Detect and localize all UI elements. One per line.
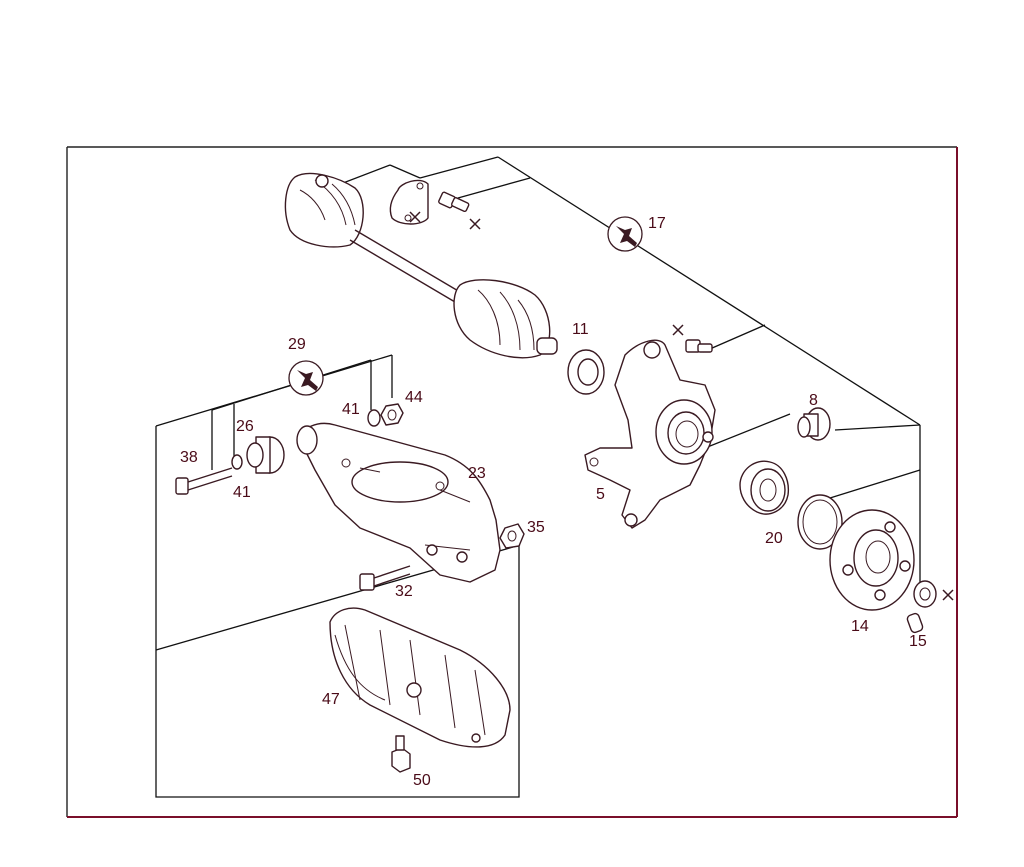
part-label-26: 26	[236, 418, 254, 435]
flange-bolt	[438, 191, 470, 213]
seal-ring	[567, 349, 605, 395]
part-label-44: 44	[405, 389, 423, 406]
part-label-20: 20	[765, 530, 783, 547]
part-label-23: 23	[468, 465, 486, 482]
part-label-14: 14	[851, 618, 869, 635]
hex-nut	[380, 403, 404, 426]
arm-bushing	[246, 436, 285, 474]
part-label-29: 29	[288, 336, 306, 353]
part-label-11: 11	[572, 321, 589, 338]
washer	[367, 409, 381, 427]
long-bolt	[175, 467, 233, 495]
part-label-38: 38	[180, 449, 198, 466]
diagram-frame	[66, 146, 958, 818]
arm-cover	[329, 607, 511, 748]
part-label-41-lower: 41	[233, 484, 251, 501]
part-label-8: 8	[809, 392, 818, 409]
cross-marker-icon	[409, 211, 954, 601]
grease-fitting	[391, 735, 411, 773]
flange-plate	[389, 179, 429, 225]
wrench-tool-icon	[288, 360, 324, 396]
cotter-pin	[906, 612, 924, 634]
wrench-tool-icon	[607, 216, 643, 252]
part-label-32: 32	[395, 583, 413, 600]
control-arm	[296, 422, 501, 583]
hub-flange	[829, 509, 915, 611]
bushing	[797, 407, 831, 441]
part-label-17: 17	[648, 215, 666, 232]
wheel-bearing	[739, 460, 790, 515]
washer	[231, 454, 243, 470]
lock-nut	[499, 523, 525, 549]
axle-nut	[913, 580, 937, 608]
part-label-47: 47	[322, 691, 340, 708]
part-label-41-upper: 41	[342, 401, 360, 418]
snap-ring	[797, 494, 843, 550]
carrier-bolt	[685, 339, 713, 353]
part-label-35: 35	[527, 519, 545, 536]
drive-shaft	[284, 172, 558, 359]
short-bolt	[359, 565, 411, 591]
wheel-carrier	[584, 339, 716, 529]
part-label-15: 15	[909, 633, 927, 650]
part-label-50: 50	[413, 772, 431, 789]
part-label-5: 5	[596, 486, 605, 503]
